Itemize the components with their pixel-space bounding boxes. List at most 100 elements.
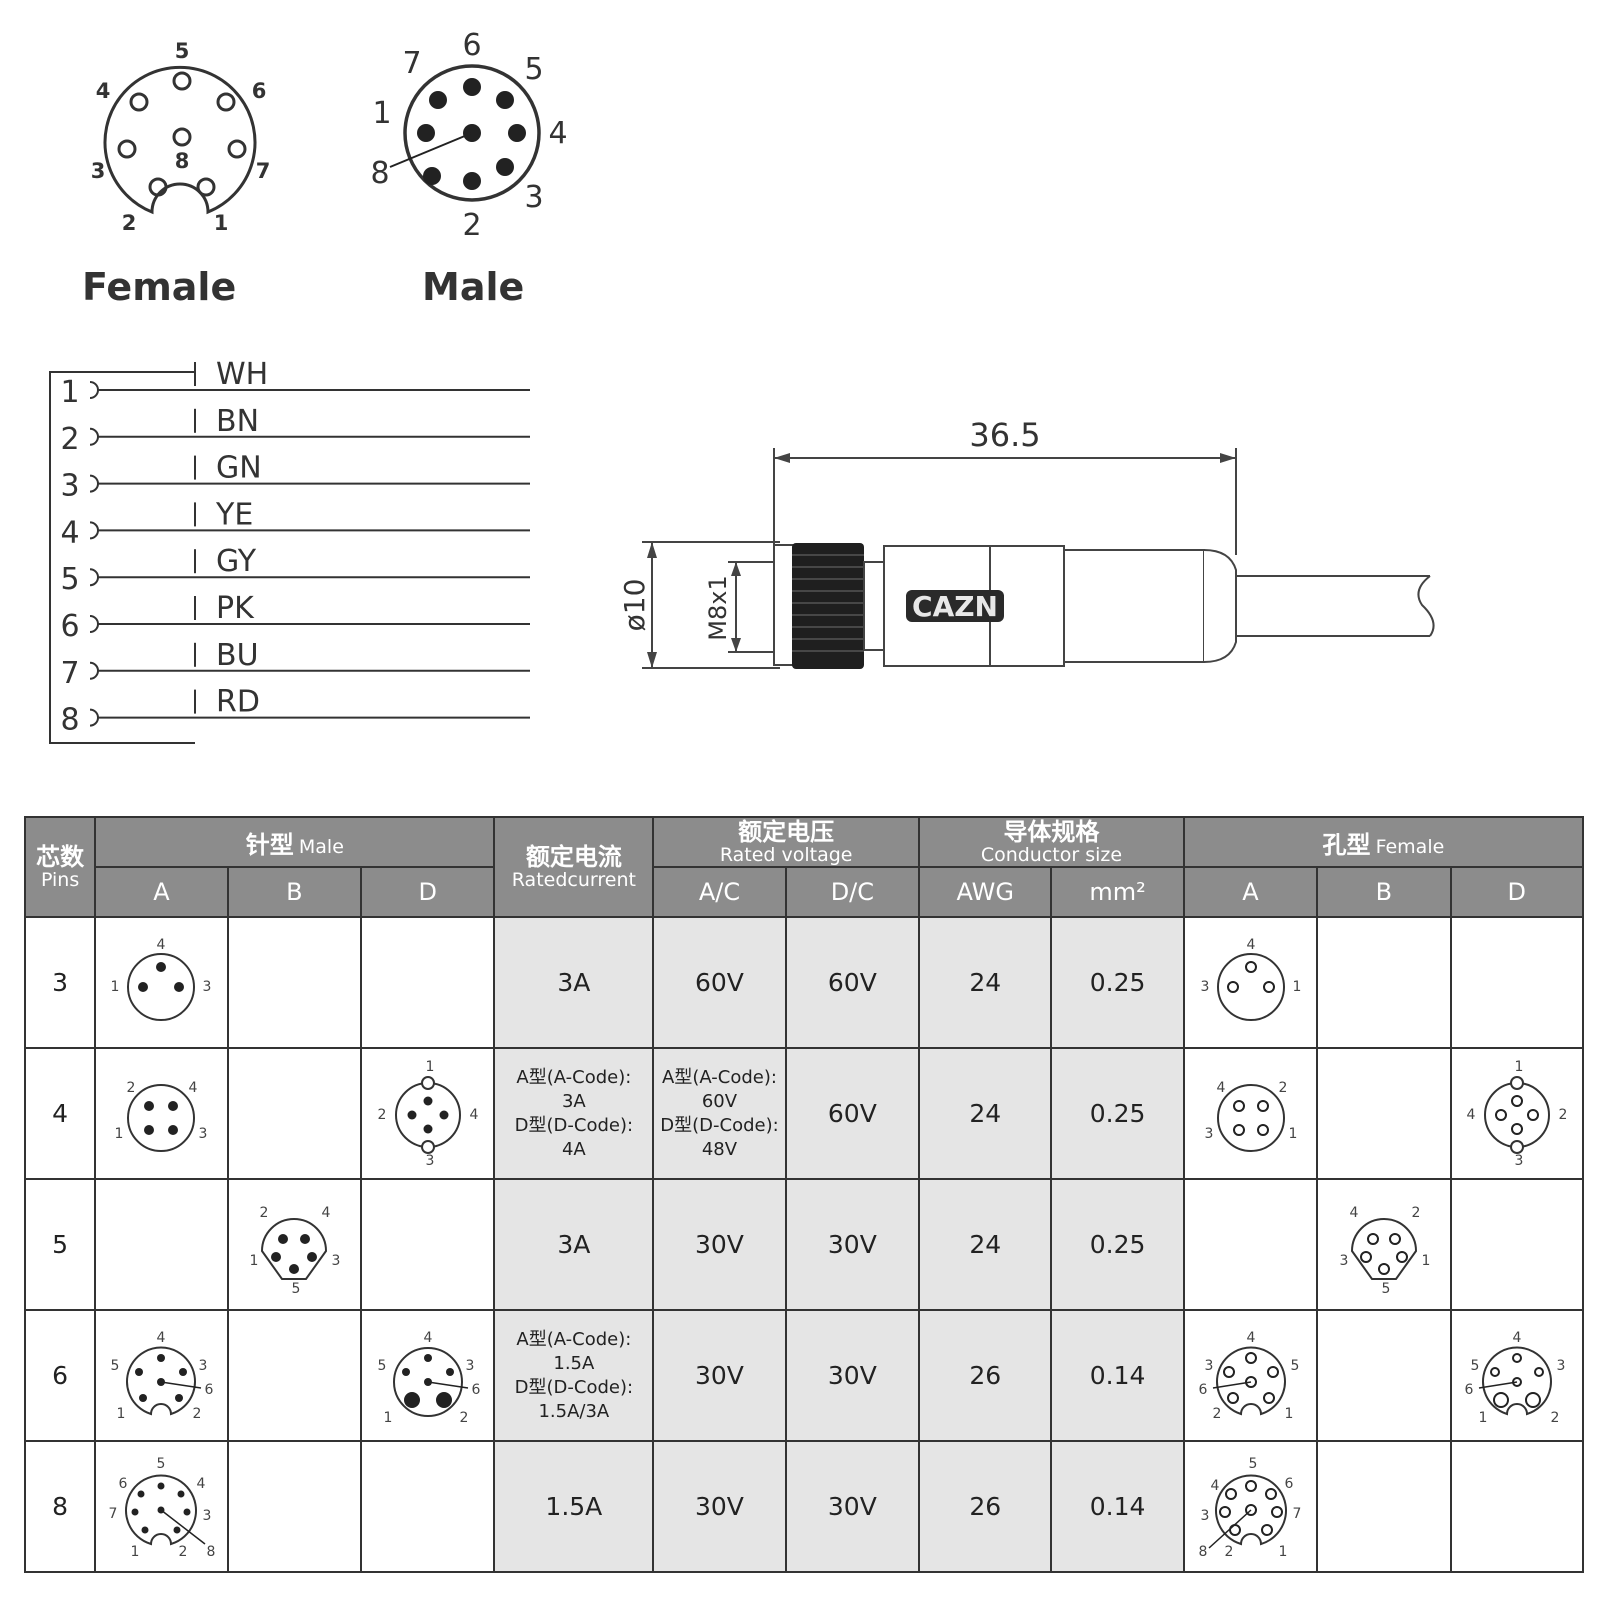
svg-text:6: 6 — [1464, 1382, 1473, 1398]
female-label: Female — [82, 265, 237, 309]
wiring-contact-icon — [89, 568, 99, 587]
male-code-a-header: A — [94, 866, 229, 918]
svg-text:1: 1 — [1421, 1253, 1430, 1269]
awg-cell: 26 — [918, 1440, 1053, 1573]
svg-text:2: 2 — [377, 1107, 386, 1123]
svg-text:2: 2 — [1411, 1205, 1420, 1221]
wiring-row-5: 5 GY — [60, 544, 530, 597]
conductor-header: 导体规格 Conductor size — [918, 816, 1185, 868]
svg-text:3: 3 — [203, 1508, 212, 1524]
female-pin-7: 7 — [256, 159, 271, 183]
wire-color-label: GY — [216, 544, 257, 579]
wiring-row-2: 2BN — [60, 404, 530, 457]
svg-text:1: 1 — [111, 979, 120, 995]
svg-text:5: 5 — [111, 1358, 120, 1374]
wiring-pin-number: 4 — [60, 515, 79, 550]
mm2-cell: 0.14 — [1050, 1309, 1185, 1442]
ac-cell: 30V — [652, 1309, 787, 1442]
svg-text:5: 5 — [377, 1358, 386, 1374]
svg-text:3: 3 — [332, 1253, 341, 1269]
male-face-diagram: 1 2 3 4 5 6 7 8 — [370, 28, 567, 243]
svg-text:6: 6 — [471, 1382, 480, 1398]
female-pin-6: 6 — [252, 79, 267, 103]
male-pin-2: 2 — [462, 208, 481, 243]
current-header: 额定电流 Ratedcurrent — [493, 816, 655, 918]
wire-color-label: WH — [216, 360, 268, 392]
thread-dimension: M8x1 — [704, 575, 732, 640]
current-cell: 3A — [493, 1178, 655, 1311]
current-cell: A型(A-Code): 1.5A D型(D-Code): 1.5A/3A — [493, 1309, 655, 1442]
svg-text:4: 4 — [322, 1205, 331, 1221]
svg-text:6: 6 — [1198, 1382, 1207, 1398]
ac-cell: 30V — [652, 1440, 787, 1573]
male-code-b-header: B — [226, 866, 363, 918]
wiring-contact-icon — [89, 474, 99, 493]
pins-cell: 6 — [23, 1309, 97, 1442]
female-code-a-header: A — [1182, 866, 1319, 918]
svg-text:2: 2 — [1278, 1080, 1287, 1096]
female-pin-3: 3 — [91, 159, 106, 183]
wire-color-label: RD — [216, 685, 260, 720]
svg-text:4: 4 — [469, 1107, 478, 1123]
wire-color-label: PK — [216, 591, 255, 626]
dc-cell: 30V — [784, 1178, 921, 1311]
wire-color-label: YE — [215, 497, 253, 532]
svg-text:3: 3 — [199, 1126, 208, 1142]
wiring-pin-number: 2 — [60, 422, 79, 457]
svg-text:1: 1 — [1284, 1406, 1293, 1422]
svg-text:2: 2 — [1558, 1107, 1567, 1123]
wiring-pin-number: 5 — [60, 562, 79, 597]
svg-text:8: 8 — [207, 1544, 216, 1560]
awg-cell: 24 — [918, 1178, 1053, 1311]
wire-color-label: GN — [216, 451, 262, 486]
wiring-pin-number: 6 — [60, 609, 79, 644]
svg-text:4: 4 — [1246, 1330, 1255, 1346]
pins-header: 芯数 Pins — [23, 816, 97, 918]
diameter-dimension: ø10 — [618, 579, 651, 632]
svg-text:1: 1 — [1288, 1126, 1297, 1142]
dc-cell: 30V — [784, 1440, 921, 1573]
svg-text:3: 3 — [1339, 1253, 1348, 1269]
mm2-cell: 0.25 — [1050, 916, 1185, 1049]
male-pin-1: 1 — [372, 96, 391, 131]
svg-text:2: 2 — [459, 1410, 468, 1426]
svg-text:1: 1 — [1478, 1410, 1487, 1426]
awg-header: AWG — [918, 866, 1053, 918]
svg-text:5: 5 — [292, 1281, 301, 1295]
cable-drawing: 36.5 ø10 M8x1 CAZN — [618, 416, 1435, 669]
svg-text:1: 1 — [383, 1410, 392, 1426]
svg-text:4: 4 — [423, 1330, 432, 1346]
female-pin-1: 1 — [214, 211, 229, 235]
svg-text:1: 1 — [1292, 979, 1301, 995]
svg-text:6: 6 — [1284, 1476, 1293, 1492]
dc-cell: 60V — [784, 916, 921, 1049]
female-pin-8: 8 — [175, 149, 190, 173]
svg-text:3: 3 — [1204, 1358, 1213, 1374]
dc-cell: 30V — [784, 1309, 921, 1442]
svg-text:1: 1 — [1514, 1059, 1523, 1075]
svg-text:2: 2 — [1224, 1544, 1233, 1560]
svg-text:6: 6 — [205, 1382, 214, 1398]
svg-text:1: 1 — [425, 1059, 434, 1075]
spec-table: 芯数 Pins 针型 Male 额定电流 Ratedcurrent 额定电压 R… — [23, 816, 1585, 1573]
male-pin-6: 6 — [462, 28, 481, 63]
dc-header: D/C — [784, 866, 921, 918]
wiring-pin-number: 1 — [60, 375, 79, 410]
wiring-contact-icon — [89, 381, 99, 399]
female-header: 孔型 Female — [1182, 816, 1585, 868]
wiring-row-8: 8RD — [60, 685, 530, 738]
mm2-cell: 0.14 — [1050, 1440, 1185, 1573]
current-cell: 1.5A — [493, 1440, 655, 1573]
